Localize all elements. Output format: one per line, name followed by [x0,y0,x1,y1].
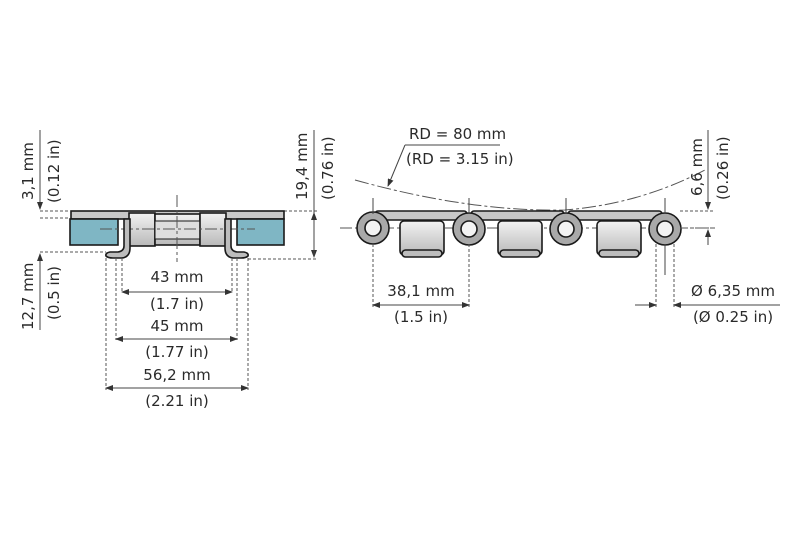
width-outer-mm: 56,2 mm [143,366,210,384]
radius-mm: RD = 80 mm [409,125,506,143]
right-hook [224,218,249,259]
height-total-mm: 19,4 mm [293,133,311,200]
left-hook [105,218,131,259]
left-blue-block [69,218,119,246]
pin-offset-mm: 6,6 mm [688,138,706,196]
width-outer-in: (2.21 in) [145,392,209,410]
width-inner-mm: 43 mm [150,268,203,286]
height-bottom-mm: 12,7 mm [19,263,37,330]
chain-plate-3 [567,210,663,221]
height-bottom-in: (0.5 in) [45,266,63,320]
height-total-in: (0.76 in) [319,136,337,200]
side-view: 43 mm (1.7 in) 45 mm (1.77 in) 56,2 mm (… [19,130,337,410]
width-mid-in: (1.77 in) [145,343,209,361]
width-mid-mm: 45 mm [150,317,203,335]
pitch-mm: 38,1 mm [387,282,454,300]
pin-offset-in: (0.26 in) [714,136,732,200]
radius-leader [387,144,406,187]
radius-arc [354,169,706,211]
pin-diameter-mm: Ø 6,35 mm [691,282,775,300]
radius-in: (RD = 3.15 in) [406,150,514,168]
height-top-in: (0.12 in) [45,139,63,203]
width-inner-in: (1.7 in) [150,295,204,313]
chain-plate-1 [374,210,468,221]
pin-diameter-in: (Ø 0.25 in) [693,308,773,326]
chain-view: RD = 80 mm (RD = 3.15 in) [340,125,780,326]
chain-pucks [399,220,642,258]
pitch-in: (1.5 in) [394,308,448,326]
height-top-mm: 3,1 mm [19,142,37,200]
right-blue-block [236,218,285,246]
chain-plate-2 [470,210,565,221]
